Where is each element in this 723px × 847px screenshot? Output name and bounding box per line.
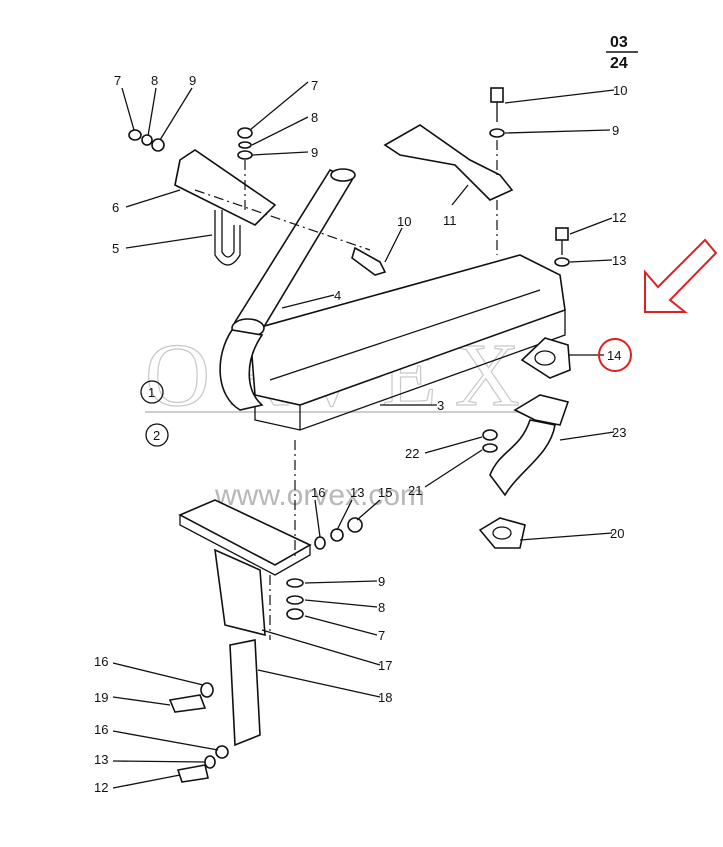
label-12: 12 [612, 210, 626, 225]
variant-1: 1 [140, 380, 164, 404]
label-23: 23 [612, 425, 626, 440]
label-10: 10 [397, 214, 411, 229]
bracket-11 [383, 124, 514, 201]
label-15: 15 [378, 485, 392, 500]
pipe-23 [489, 419, 556, 497]
label-13: 13 [612, 253, 626, 268]
gasket-14 [520, 337, 571, 379]
leader-lines [112, 81, 615, 789]
label-4: 4 [334, 288, 341, 303]
label-18: 18 [378, 690, 392, 705]
page-ref-bottom: 24 [610, 55, 628, 72]
part-labels: 7 8 9 7 8 9 6 5 4 10 10 9 11 12 13 14 3 … [94, 73, 627, 795]
label-8: 8 [311, 110, 318, 125]
label-7: 7 [311, 78, 318, 93]
muffler [249, 254, 566, 431]
label-16: 16 [94, 722, 108, 737]
flange-23 [513, 394, 570, 426]
flange-20 [478, 517, 526, 549]
label-8: 8 [378, 600, 385, 615]
label-20: 20 [610, 526, 624, 541]
bracket-17 [214, 548, 266, 637]
label-6: 6 [112, 200, 119, 215]
highlight-arrow-icon [644, 238, 718, 313]
bolt-10-top [490, 87, 504, 103]
label-19: 19 [94, 690, 108, 705]
variant-2: 2 [145, 423, 169, 447]
label-22: 22 [405, 446, 419, 461]
label-9: 9 [311, 145, 318, 160]
exhaust-pipe [219, 168, 356, 411]
bracket-18 [229, 639, 261, 747]
label-16: 16 [311, 485, 325, 500]
label-3: 3 [437, 398, 444, 413]
label-7: 7 [378, 628, 385, 643]
label-16: 16 [94, 654, 108, 669]
label-9: 9 [612, 123, 619, 138]
label-14: 14 [607, 348, 621, 363]
page-ref-top: 03 [610, 34, 628, 51]
highlight-circle [598, 338, 632, 372]
watermark-url: www.orvex.com [214, 479, 425, 512]
label-9: 9 [378, 574, 385, 589]
bolt-10 [351, 246, 387, 276]
u-bolt-5 [214, 210, 241, 266]
label-13: 13 [94, 752, 108, 767]
label-9: 9 [189, 73, 196, 88]
label-10: 10 [613, 83, 627, 98]
label-11: 11 [443, 213, 457, 228]
label-12: 12 [94, 780, 108, 795]
label-21: 21 [408, 483, 422, 498]
label-7: 7 [114, 73, 121, 88]
bracket-6 [174, 149, 277, 226]
svg-text:2: 2 [153, 428, 160, 443]
label-13: 13 [350, 485, 364, 500]
svg-text:1: 1 [148, 385, 155, 400]
label-8: 8 [151, 73, 158, 88]
label-17: 17 [378, 658, 392, 673]
label-5: 5 [112, 241, 119, 256]
